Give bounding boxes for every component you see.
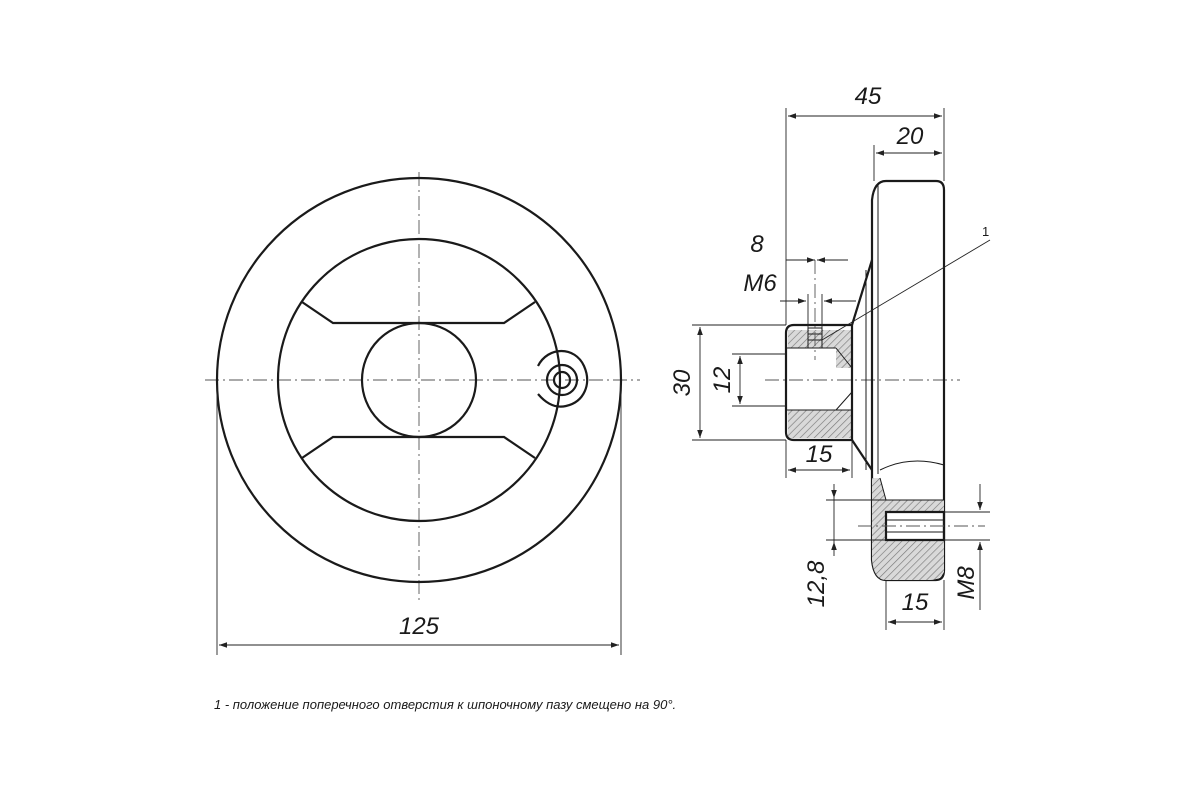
lower-spoke: [301, 435, 536, 459]
bore-diameter-label: 12: [709, 367, 736, 394]
footnote: 1 - положение поперечного отверстия к шп…: [214, 697, 677, 712]
lower-web-line: [851, 439, 873, 471]
handle-section: [858, 477, 985, 580]
side-view: 45 20 8 М6 1: [669, 83, 991, 630]
front-view: 125: [205, 172, 640, 655]
handle-boss: [537, 350, 589, 408]
rim-profile: [870, 179, 946, 582]
outer-diameter-label: 125: [399, 613, 440, 640]
dimension-12-8: 12,8: [803, 484, 886, 607]
upper-web-line: [850, 259, 874, 326]
overall-length-label: 45: [855, 83, 882, 110]
dimension-20: 20: [873, 123, 942, 181]
dimension-30: 30: [669, 324, 786, 441]
callout-number: 1: [982, 224, 989, 239]
inner-rim: [276, 237, 562, 523]
handle-thread-label: М8: [953, 566, 980, 600]
rim-width-label: 20: [896, 123, 924, 150]
hub-section: [784, 260, 854, 442]
dimension-125: 125: [216, 385, 622, 655]
handle-bore-label: 12,8: [803, 560, 830, 607]
set-screw-offset-label: 8: [750, 231, 764, 258]
dimension-15-handle: 15: [885, 580, 945, 630]
dimension-45: 45: [785, 83, 945, 325]
outer-rim: [215, 176, 623, 584]
dimension-15-hub: 15: [785, 440, 853, 478]
dimension-m8: М8: [944, 484, 990, 610]
handle-depth-label: 15: [902, 589, 929, 616]
callout-1: 1: [821, 224, 991, 341]
hub-length-label: 15: [806, 441, 833, 468]
hub-diameter-label: 30: [669, 369, 696, 396]
dimension-m6: М6: [743, 270, 856, 328]
dimension-8: 8: [750, 231, 848, 263]
set-screw-thread-label: М6: [743, 270, 777, 297]
upper-spoke: [301, 301, 536, 325]
dimension-12: 12: [709, 353, 786, 407]
